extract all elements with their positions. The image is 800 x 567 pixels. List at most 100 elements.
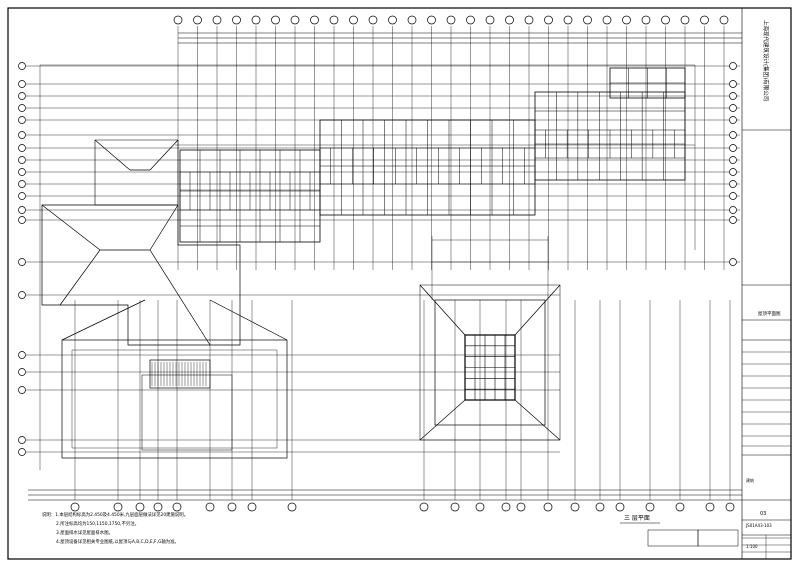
axis-bubbles-bottom (70, 502, 735, 512)
axis-bubble (475, 502, 485, 512)
note-line: 4.屋顶设备详见相关专业图纸,以屋顶与A,B,C,D,E,F,G轴为准。 (56, 538, 179, 545)
note-line: 2.所注标高均为150,1150,1750,不另注。 (56, 520, 139, 527)
axis-bubble (173, 15, 183, 25)
axis-bubble (570, 502, 580, 512)
drawing-type: 建筑 (746, 477, 754, 483)
axis-bubble (729, 62, 737, 70)
right-wing-room-grid (535, 68, 685, 180)
scale: 1:100 (746, 544, 758, 549)
podium-lower-left (61, 299, 288, 459)
axis-bubble (680, 15, 690, 25)
axis-bubble (583, 15, 592, 25)
axis-bubble (18, 206, 26, 214)
axis-bubble (602, 15, 612, 25)
pavilion-dimension-lines (431, 236, 549, 300)
axis-bubble (18, 180, 26, 188)
axis-bubble (232, 15, 241, 25)
axis-bubble (18, 291, 26, 299)
middle-room-grid (320, 120, 535, 215)
axis-bubble (212, 15, 222, 25)
hip-roof-left (41, 139, 241, 346)
axis-bubble (719, 15, 729, 25)
axis-bubble (427, 15, 436, 25)
axis-bubble (485, 15, 495, 25)
axis-bubble (18, 258, 26, 266)
axis-bubble (18, 168, 26, 176)
axis-bubble (271, 15, 280, 25)
sheet-border (7, 7, 792, 560)
axis-bubble (729, 192, 737, 200)
axis-bubble (193, 15, 202, 25)
company-name: 上海现代建筑设计(集团)有限公司 (762, 20, 770, 101)
title-block (741, 7, 792, 560)
axis-bubble (641, 15, 651, 25)
axis-bubble (505, 15, 514, 25)
axis-bubble (466, 15, 475, 25)
axis-bubble (18, 104, 26, 112)
axis-bubble (729, 116, 737, 124)
bottom-dimension-bar (28, 489, 742, 501)
top-dimension-bar (178, 32, 742, 44)
plan-title: 三 层平面 (624, 515, 650, 522)
axis-bubble (205, 502, 215, 512)
axis-bubble (615, 502, 625, 512)
axis-bubble (661, 15, 670, 25)
axis-bubble (729, 144, 737, 152)
pyramid-pavilion (419, 284, 561, 441)
axis-bubble (622, 15, 631, 25)
axis-bubble (450, 502, 460, 512)
general-notes: 说明：1.本层结构标高为2.450及4.450米,九层面层做法详见20建施说明。… (42, 511, 188, 545)
axis-bubble (18, 216, 26, 224)
drawing-label: 屋顶平面图 (758, 311, 781, 317)
axis-bubble (310, 15, 319, 25)
left-wing-room-grid (180, 150, 320, 242)
axis-bubble (729, 92, 737, 100)
axis-bubble (172, 502, 182, 512)
axis-bubble (113, 502, 123, 512)
axis-bubble (501, 502, 511, 512)
axis-bubble (18, 436, 26, 444)
stair-hatching (151, 362, 207, 386)
axis-bubbles-side (18, 62, 737, 456)
axis-bubble (705, 502, 715, 512)
axis-bubble (729, 168, 737, 176)
axis-bubble (524, 15, 534, 25)
building-dimension-lines (39, 64, 696, 470)
axis-bubble (729, 131, 737, 139)
axis-bubble (18, 351, 26, 359)
axis-bubble (18, 386, 26, 394)
axis-bubble (729, 80, 737, 88)
axis-bubble (18, 62, 26, 70)
axis-bubble (544, 15, 553, 25)
axis-bubble (388, 15, 397, 25)
axis-bubble (419, 502, 429, 512)
note-line: 3.屋面排水详见屋面排水图。 (56, 529, 113, 536)
axis-bubble (516, 502, 526, 512)
axis-bubble (729, 206, 737, 214)
axis-bubble (700, 15, 709, 25)
building-right-wing (534, 67, 686, 181)
note-line: 说明：1.本层结构标高为2.450及4.450米,九层面层做法详见20建施说明。 (42, 511, 188, 518)
axis-bubble (18, 131, 26, 139)
axis-bubble (349, 15, 358, 25)
bottom-stamp-boxes (647, 529, 739, 547)
axis-bubble (725, 502, 735, 512)
axis-bubble (18, 368, 26, 376)
axis-bubble (290, 15, 300, 25)
axis-bubble (368, 15, 378, 25)
axis-bubble (18, 156, 26, 164)
axis-bubble (18, 192, 26, 200)
axis-bubble (18, 92, 26, 100)
axis-bubble (153, 502, 163, 512)
axis-bubble (645, 502, 655, 512)
axis-bubble (729, 180, 737, 188)
axis-bubble (135, 502, 145, 512)
axis-bubble (407, 15, 417, 25)
drawing-number: JS01A43-103 (745, 523, 772, 528)
axis-bubble (287, 502, 297, 512)
axis-bubble (446, 15, 456, 25)
horizontal-grid-axes (26, 65, 740, 453)
axis-bubble (227, 502, 237, 512)
axis-bubbles-top (173, 15, 729, 25)
